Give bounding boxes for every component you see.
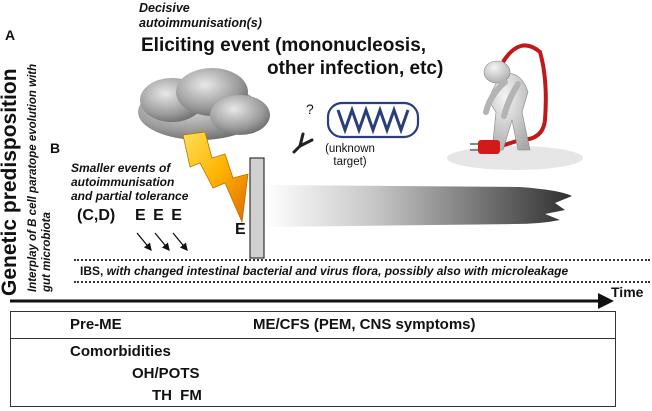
panel-label-b: B	[50, 140, 61, 156]
oh-pots-label: OH/POTS	[132, 365, 200, 382]
ibs-band: IBS, with changed intestinal bacterial a…	[74, 259, 650, 283]
unknown-target-line2: target)	[333, 156, 367, 168]
me-cfs-label: ME/CFS (PEM, CNS symptoms)	[253, 316, 476, 333]
decisive-label: Decisive autoimmunisation(s)	[139, 1, 262, 31]
cloud-icon	[138, 68, 270, 140]
eee-label: E E E	[135, 207, 182, 224]
time-axis-arrow	[10, 293, 614, 309]
ibs-prefix: IBS,	[80, 264, 104, 278]
decisive-line2: autoimmunisation(s)	[139, 16, 262, 30]
th-fm-label: TH FM	[152, 387, 202, 404]
eliciting-event-line1: Eliciting event (mononucleosis,	[141, 35, 427, 56]
smaller-events-line2: autoimmunisation	[71, 175, 175, 189]
smaller-events-label: Smaller events of autoimmunisation and p…	[71, 161, 188, 203]
phase-table	[10, 311, 616, 407]
ibs-description: with changed intestinal bacterial and vi…	[103, 264, 569, 278]
tired-figure-illustration	[447, 43, 583, 170]
unknown-target-label: (unknown target)	[322, 143, 378, 169]
antibody-icon	[292, 132, 314, 154]
eliciting-event-line2: other infection, etc)	[267, 58, 444, 79]
smaller-events-line1: Smaller events of	[71, 161, 171, 175]
decisive-line1: Decisive	[139, 1, 190, 15]
unknown-target-icon	[326, 101, 420, 139]
unknown-target-line1: (unknown	[325, 143, 375, 155]
cd-label: (C,D)	[77, 207, 116, 224]
lightning-bolt-icon	[182, 131, 249, 224]
pre-me-label: Pre-ME	[70, 316, 122, 333]
smaller-events-line3: and partial tolerance	[71, 189, 189, 203]
phase-table-divider	[10, 338, 616, 339]
question-mark: ?	[306, 101, 314, 117]
e-label: E	[235, 221, 246, 238]
disease-progression-band	[265, 185, 572, 227]
comorbidities-label: Comorbidities	[70, 343, 171, 360]
small-event-arrows	[136, 232, 188, 252]
panel-label-a: A	[5, 27, 16, 43]
time-label: Time	[611, 284, 644, 300]
eliciting-event-bar	[249, 157, 265, 259]
